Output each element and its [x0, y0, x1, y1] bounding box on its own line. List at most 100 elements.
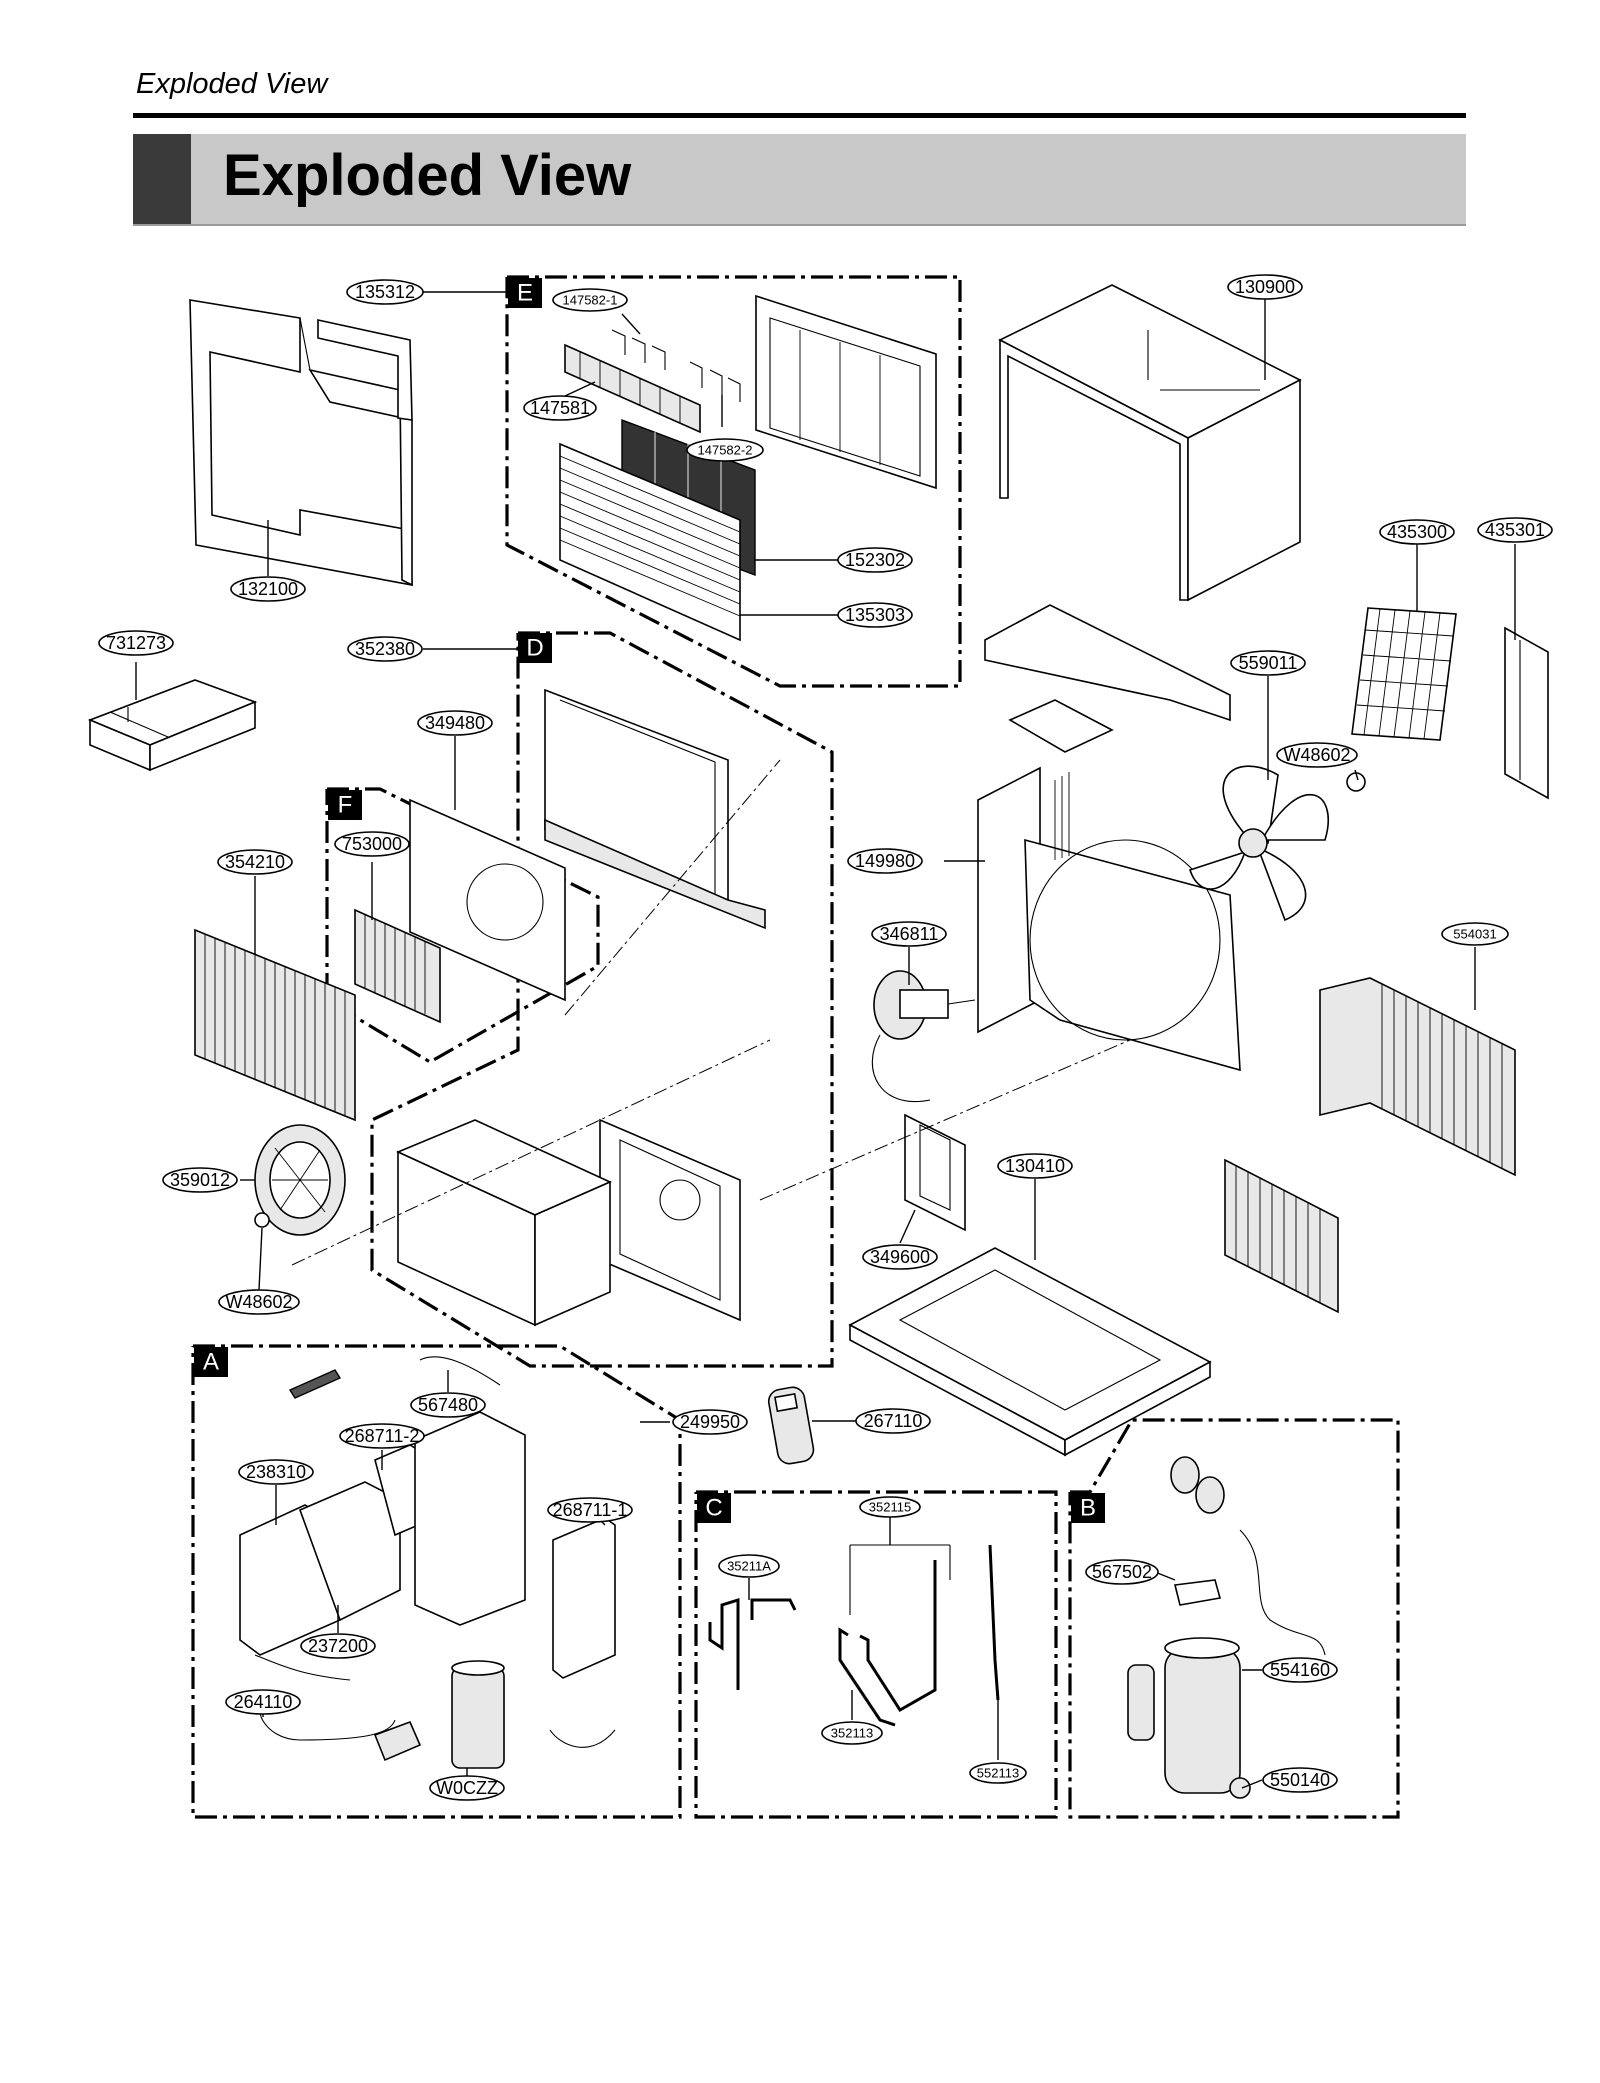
part-label: 554160: [1262, 1657, 1338, 1683]
section-badge-c: C: [697, 1493, 731, 1523]
part-label: 237200: [300, 1633, 376, 1659]
part-label: 552113: [969, 1762, 1027, 1784]
svg-text:249950: 249950: [680, 1412, 740, 1432]
page-title: Exploded View: [223, 143, 632, 208]
svg-text:352115: 352115: [869, 1500, 911, 1515]
part-label: 135303: [837, 602, 913, 628]
svg-text:731273: 731273: [106, 633, 166, 653]
cabinet-part: [998, 284, 1302, 602]
section-b-parts: [1127, 1456, 1326, 1799]
svg-text:349600: 349600: [870, 1247, 930, 1267]
front-frame-part: [189, 299, 413, 587]
package-box-part: [87, 679, 258, 772]
svg-text:130900: 130900: [1235, 277, 1295, 297]
leader-lines: [135, 291, 1516, 1789]
evaporator-frame-part: [409, 798, 566, 1002]
svg-text:147581: 147581: [530, 398, 590, 418]
section-letter-a: A: [203, 1349, 219, 1376]
svg-text:147582-1: 147582-1: [563, 293, 618, 308]
svg-text:W0CZZ: W0CZZ: [436, 1778, 498, 1798]
svg-text:W48602: W48602: [1283, 745, 1350, 765]
section-a-box: [191, 1344, 682, 1819]
section-badge-f: F: [328, 790, 362, 820]
part-label: 264110: [225, 1689, 301, 1715]
front-panel-part: [755, 294, 937, 490]
part-label: 130900: [1227, 274, 1303, 300]
svg-text:346811: 346811: [880, 924, 939, 944]
part-label: 559011: [1230, 650, 1306, 676]
part-label: 352113: [821, 1721, 883, 1745]
part-label: 152302: [837, 547, 913, 573]
section-e-box: [505, 275, 962, 688]
remote-control-part: [767, 1386, 815, 1465]
svg-text:267110: 267110: [864, 1411, 923, 1431]
part-label: W48602: [218, 1289, 300, 1315]
section-c-parts: [708, 1544, 1000, 1727]
svg-text:349480: 349480: [425, 713, 485, 733]
svg-text:554031: 554031: [1453, 927, 1496, 942]
section-d-box: [370, 631, 834, 1368]
svg-text:550140: 550140: [1270, 1770, 1330, 1790]
part-label: 147581: [523, 395, 597, 421]
part-label: 352380: [347, 636, 423, 662]
part-label: 731273: [98, 630, 174, 656]
svg-text:147582-2: 147582-2: [698, 443, 753, 458]
part-label: 135312: [346, 279, 424, 305]
part-label: 130410: [997, 1153, 1073, 1179]
evaporator-coil-part: [194, 928, 356, 1122]
part-label: 268711-1: [547, 1497, 633, 1523]
part-label: 435300: [1379, 519, 1455, 545]
part-label: 346811: [871, 921, 947, 947]
section-boxes: [191, 275, 1400, 1819]
part-label: 567480: [410, 1392, 486, 1418]
part-label: W0CZZ: [429, 1775, 505, 1801]
front-grille-part: [559, 442, 741, 642]
rear-grille-part: [1351, 607, 1457, 741]
svg-text:753000: 753000: [342, 834, 402, 854]
section-badge-a: A: [194, 1347, 228, 1377]
svg-text:130410: 130410: [1005, 1156, 1065, 1176]
part-label: 349480: [417, 710, 493, 736]
svg-text:W48602: W48602: [225, 1292, 292, 1312]
svg-text:237200: 237200: [308, 1636, 368, 1656]
side-bracket-part: [1504, 626, 1549, 800]
part-label: 147582-1: [552, 288, 628, 312]
evap-coil-part: [354, 908, 441, 1024]
section-letter-e: E: [517, 280, 533, 307]
svg-text:268711-2: 268711-2: [345, 1426, 420, 1446]
svg-text:435300: 435300: [1387, 522, 1447, 542]
part-label: 268711-2: [339, 1423, 425, 1449]
part-labels: 135312 147582-1 147581 147582-2 152302 1…: [98, 274, 1553, 1801]
section-badge-b: B: [1071, 1493, 1105, 1523]
orifice-shroud-part: [977, 766, 1241, 1072]
part-label: 567502: [1085, 1559, 1159, 1585]
svg-text:132100: 132100: [238, 579, 298, 599]
side-condenser-part: [1224, 1158, 1339, 1314]
part-label: 554031: [1441, 922, 1509, 946]
svg-text:359012: 359012: [170, 1170, 230, 1190]
part-label: 550140: [1262, 1767, 1338, 1793]
svg-text:554160: 554160: [1270, 1660, 1330, 1680]
section-badge-e: E: [508, 278, 542, 308]
section-c-box: [694, 1490, 1058, 1819]
part-label: 359012: [162, 1167, 238, 1193]
inner-bracket-part: [599, 1118, 741, 1322]
svg-text:435301: 435301: [1485, 520, 1545, 540]
part-label: 753000: [334, 831, 410, 857]
part-label: 35211A: [718, 1554, 780, 1578]
section-f-box: [325, 787, 600, 1064]
svg-text:268711-1: 268711-1: [553, 1500, 628, 1520]
svg-text:35211A: 35211A: [727, 1559, 771, 1574]
part-label: 249950: [672, 1409, 748, 1435]
header-rule: [133, 113, 1466, 118]
svg-text:567502: 567502: [1092, 1562, 1152, 1582]
svg-text:567480: 567480: [418, 1395, 478, 1415]
section-badge-d: D: [518, 633, 552, 663]
part-label: 267110: [855, 1408, 931, 1434]
section-letter-b: B: [1080, 1495, 1096, 1522]
base-pan-part: [848, 1247, 1212, 1457]
svg-text:354210: 354210: [225, 852, 285, 872]
title-tab-marker: [133, 134, 191, 224]
condenser-coil-part: [1319, 977, 1516, 1177]
